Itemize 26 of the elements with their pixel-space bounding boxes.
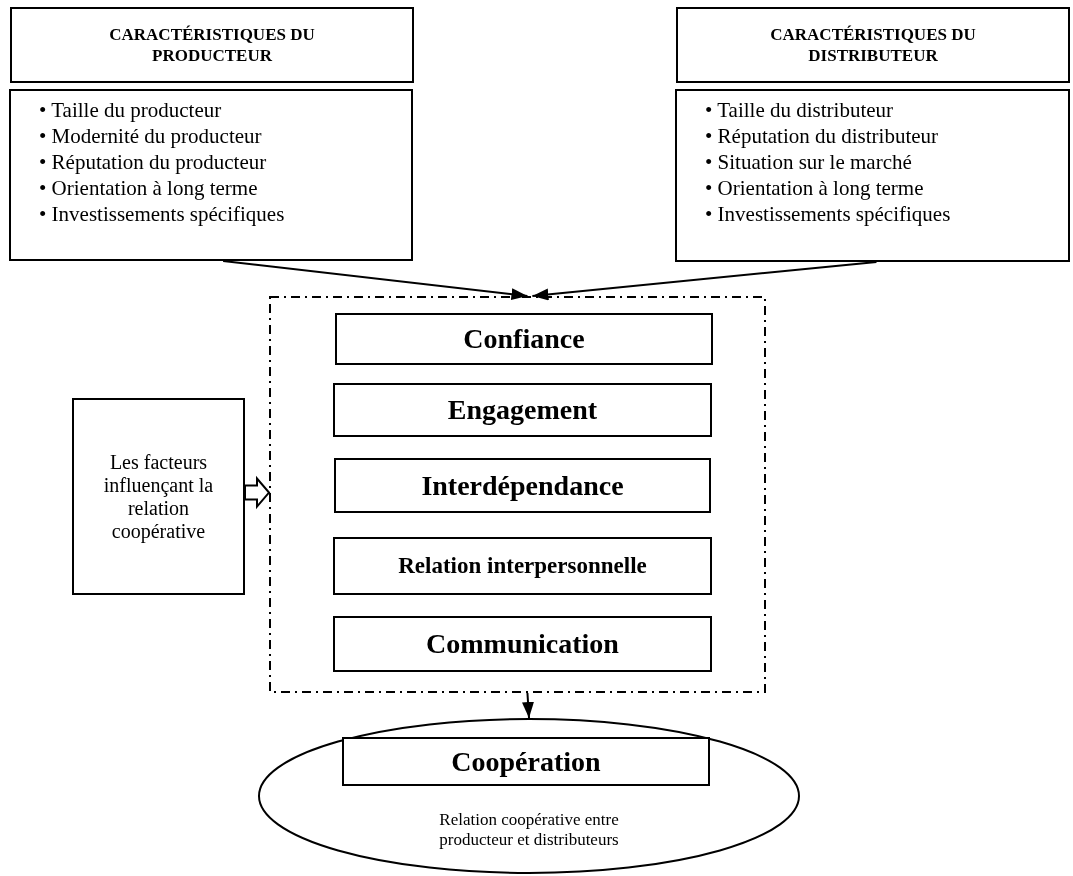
list-item: • Modernité du producteur <box>39 123 262 149</box>
heading-box: CARACTÉRISTIQUES DU DISTRIBUTEUR <box>676 7 1070 83</box>
heading-box: CARACTÉRISTIQUES DU PRODUCTEUR <box>10 7 414 83</box>
list-box <box>9 89 413 261</box>
list-box <box>675 89 1070 262</box>
list-item: • Orientation à long terme <box>705 175 924 201</box>
list-item: • Investissements spécifiques <box>705 201 951 227</box>
list-item: • Réputation du producteur <box>39 149 267 175</box>
block-arrow <box>244 475 271 510</box>
arrow <box>531 261 878 301</box>
list-item: • Réputation du distributeur <box>705 123 939 149</box>
arrow <box>522 692 534 719</box>
concept-box: Confiance <box>335 313 713 365</box>
list-item: • Orientation à long terme <box>39 175 258 201</box>
arrow <box>222 260 529 301</box>
concept-box: Interdépendance <box>334 458 711 513</box>
outcome-box: Coopération <box>342 737 710 786</box>
list-item: • Taille du distributeur <box>705 97 894 123</box>
list-item: • Taille du producteur <box>39 97 222 123</box>
list-item: • Investissements spécifiques <box>39 201 285 227</box>
factor-box: Les facteurs influençant la relation coopérative <box>72 398 245 595</box>
ellipse-text: Relation coopérative entre producteur et distributeurs <box>438 810 620 851</box>
concept-box: Communication <box>333 616 712 672</box>
list-item: • Situation sur le marché <box>705 149 912 175</box>
concept-box: Engagement <box>333 383 712 437</box>
concept-box: Relation interpersonnelle <box>333 537 712 595</box>
